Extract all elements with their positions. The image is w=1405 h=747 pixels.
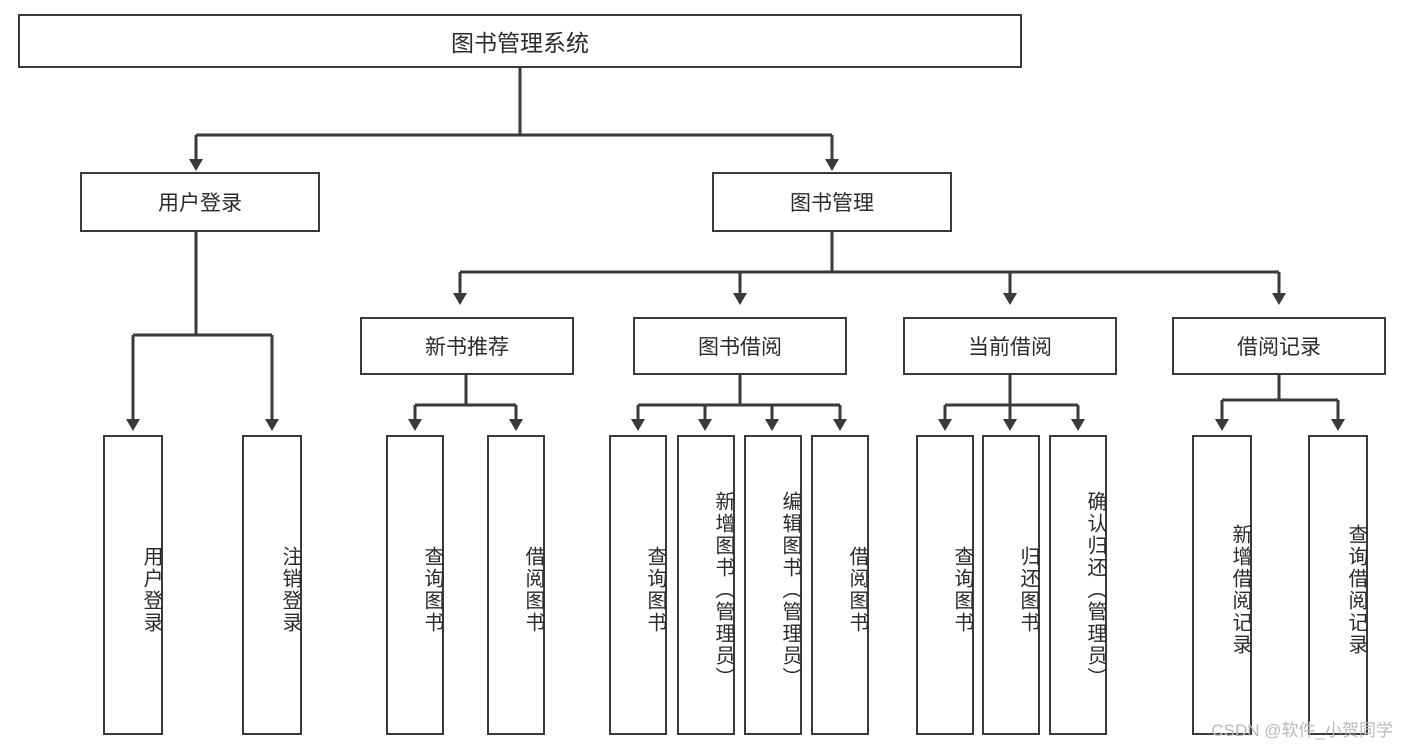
node-label: 新书推荐 bbox=[425, 336, 509, 359]
watermark-text: CSDN @软件_小贺同学 bbox=[1211, 721, 1393, 740]
node-user-login[interactable]: 用户登录 bbox=[80, 172, 320, 232]
node-label: 图书借阅 bbox=[698, 336, 782, 359]
node-label: 当前借阅 bbox=[968, 336, 1052, 359]
node-leaf-query-book-recommend[interactable]: 查询图书 bbox=[386, 435, 444, 735]
node-leaf-add-borrow-record[interactable]: 新增借阅记录 bbox=[1192, 435, 1252, 735]
node-leaf-query-book-borrow[interactable]: 查询图书 bbox=[609, 435, 667, 735]
node-label: 注销登录 bbox=[279, 546, 301, 634]
node-label: 图书管理系统 bbox=[451, 30, 589, 56]
node-label: 新增图书（管理员） bbox=[712, 491, 734, 689]
node-label: 新增借阅记录 bbox=[1229, 524, 1251, 656]
node-leaf-borrow-book[interactable]: 借阅图书 bbox=[811, 435, 869, 735]
node-leaf-logout-login[interactable]: 注销登录 bbox=[242, 435, 302, 735]
node-label: 查询图书 bbox=[644, 546, 666, 634]
node-leaf-borrow-book-recommend[interactable]: 借阅图书 bbox=[487, 435, 545, 735]
node-leaf-user-login[interactable]: 用户登录 bbox=[103, 435, 163, 735]
node-leaf-confirm-return[interactable]: 确认归还（管理员） bbox=[1049, 435, 1107, 735]
node-label: 借阅图书 bbox=[522, 546, 544, 634]
node-book-borrow[interactable]: 图书借阅 bbox=[633, 317, 847, 375]
node-leaf-edit-book[interactable]: 编辑图书（管理员） bbox=[744, 435, 802, 735]
node-borrow-record[interactable]: 借阅记录 bbox=[1172, 317, 1386, 375]
node-book-management[interactable]: 图书管理 bbox=[712, 172, 952, 232]
node-label: 查询图书 bbox=[951, 546, 973, 634]
node-new-book-recommend[interactable]: 新书推荐 bbox=[360, 317, 574, 375]
node-current-borrow[interactable]: 当前借阅 bbox=[903, 317, 1117, 375]
node-label: 查询借阅记录 bbox=[1345, 524, 1367, 656]
node-label: 用户登录 bbox=[140, 546, 162, 634]
node-leaf-query-book-current[interactable]: 查询图书 bbox=[916, 435, 974, 735]
node-root-system[interactable]: 图书管理系统 bbox=[18, 14, 1022, 68]
node-label: 查询图书 bbox=[421, 546, 443, 634]
node-label: 借阅图书 bbox=[846, 546, 868, 634]
node-label: 确认归还（管理员） bbox=[1084, 491, 1106, 689]
node-leaf-return-book[interactable]: 归还图书 bbox=[982, 435, 1040, 735]
node-label: 归还图书 bbox=[1017, 546, 1039, 634]
node-label: 借阅记录 bbox=[1237, 336, 1321, 359]
node-leaf-add-book[interactable]: 新增图书（管理员） bbox=[677, 435, 735, 735]
node-label: 图书管理 bbox=[790, 192, 874, 215]
node-label: 编辑图书（管理员） bbox=[779, 491, 801, 689]
node-label: 用户登录 bbox=[158, 192, 242, 215]
node-leaf-query-borrow-record[interactable]: 查询借阅记录 bbox=[1308, 435, 1368, 735]
